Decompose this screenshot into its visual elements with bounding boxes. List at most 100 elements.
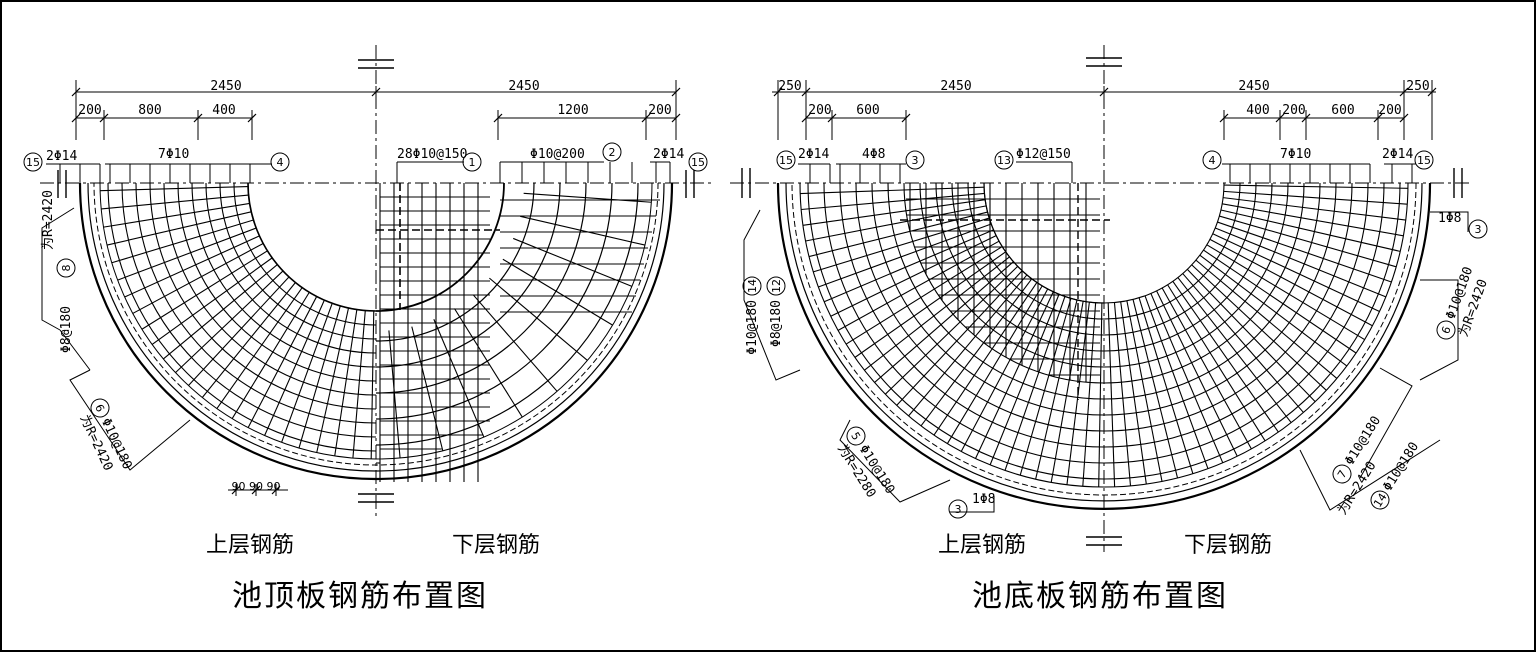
left-marker-2-circle [602,142,622,162]
line-segment [818,223,992,288]
right-label-14-phi10-180: Φ10@180 [745,300,760,355]
right-marker-14-left-circle [742,276,762,296]
line-segment [1209,238,1373,327]
line-segment [1203,249,1357,354]
left-marker-2: 2 [609,146,616,159]
line-segment [908,274,1028,417]
right-marker-3-bottom-circle [948,499,968,519]
left-marker-15: 15 [26,156,40,169]
right-marker-12: 12 [770,279,783,293]
right-marker-4: 4 [1209,154,1216,167]
arc-path [191,182,377,368]
right-label-14-phi10-180-right: Φ10@180 [1380,440,1422,494]
right-callout-6: 6 Φ10@180 为R=2420 [1436,265,1491,340]
line-segment [162,264,278,360]
left-marker-6: 6 [92,402,107,414]
arc-path [1359,367,1413,479]
line-segment [805,205,987,242]
left-dim-800: 800 [138,103,161,118]
line-segment [1004,296,1066,471]
line-segment [1150,293,1224,464]
right-label-2phi14: 2Φ14 [798,147,829,162]
line-segment [231,291,310,419]
left-dim-200: 200 [78,103,101,118]
left-label-small-dims: 90 90 90 [232,480,281,493]
left-label-phi8-180: Φ8@180 [59,306,74,353]
right-marker-13-circle [994,150,1014,170]
line-segment [151,257,273,345]
right-dim-600-b: 600 [1331,103,1354,118]
line-segment [188,276,290,386]
line-segment [103,202,250,228]
right-marker-15: 15 [779,154,793,167]
right-marker-14-right: 14 [1371,491,1389,510]
left-marker-1: 1 [469,156,476,169]
left-dim-200-right: 200 [648,103,671,118]
right-marker-3-circle [905,150,925,170]
arc-path [807,182,1105,480]
line-segment [388,330,401,458]
right-subtitle-lower: 下层钢筋 [1184,533,1272,558]
line-segment [298,305,341,449]
right-marker-14-left: 14 [746,279,759,293]
right-label-1phi8-top: 1Φ8 [1438,211,1461,226]
right-marker-6: 6 [1439,325,1454,336]
line-segment [1222,203,1404,237]
right-title: 池底板钢筋布置图 [972,579,1228,614]
arc-path [1103,182,1257,336]
arc-path [839,419,951,503]
line-segment [132,243,264,314]
line-segment [864,256,1010,371]
line-segment [960,288,1049,452]
right-marker-15-circle [776,150,796,170]
arc-path [41,207,75,331]
right-marker-5-circle [846,426,866,446]
arc-path [375,182,613,420]
left-marker-15-right-circle [688,152,708,172]
left-callout-6: 6 Φ10@180 为R=2420 [76,398,135,473]
right-label-phi12-150: Φ12@150 [1016,147,1071,162]
arc-path [375,182,639,446]
left-marker-4: 4 [277,156,284,169]
right-callout-12: 12 Φ8@180 [766,276,786,347]
arc-path [1103,182,1401,480]
left-marker-8: 8 [60,265,73,272]
left-marker-4-circle [270,152,290,172]
line-segment [946,285,1043,444]
line-segment [520,215,646,246]
arc-path [233,182,377,326]
line-segment [823,229,994,303]
line-segment [101,194,249,210]
line-segment [1156,290,1238,457]
line-segment [106,211,252,246]
line-segment [1161,287,1252,450]
arc-path [823,182,1105,464]
line-segment [411,326,444,451]
arc-path [149,182,377,410]
left-dim-2450-a: 2450 [210,79,241,94]
line-segment [896,270,1023,406]
line-segment [1019,298,1072,476]
line-segment [1217,221,1392,283]
right-dim-2450-a: 2450 [940,79,971,94]
right-label-7-phi10-180: Φ10@180 [1342,414,1384,468]
line-segment [800,186,985,195]
rebar-geometry [40,45,1470,552]
left-marker-8-circle [56,258,76,278]
right-marker-3-bottom: 3 [955,503,962,516]
right-dim-400: 400 [1246,103,1269,118]
right-dim-250-right: 250 [1406,79,1429,94]
line-segment [1107,302,1116,487]
arc-path [78,182,674,481]
left-label-r2420-a: 为R=2420 [41,190,56,250]
right-marker-14-right-circle [1370,490,1390,510]
right-dim-2450-b: 2450 [1238,79,1269,94]
right-marker-4-circle [1202,150,1222,170]
line-segment [1223,197,1406,221]
left-subtitle-lower: 下层钢筋 [452,533,540,558]
line-segment [1206,244,1365,341]
right-marker-12-circle [766,276,786,296]
left-label-phi10-200: Φ10@200 [530,147,585,162]
arc-path [1103,182,1385,464]
